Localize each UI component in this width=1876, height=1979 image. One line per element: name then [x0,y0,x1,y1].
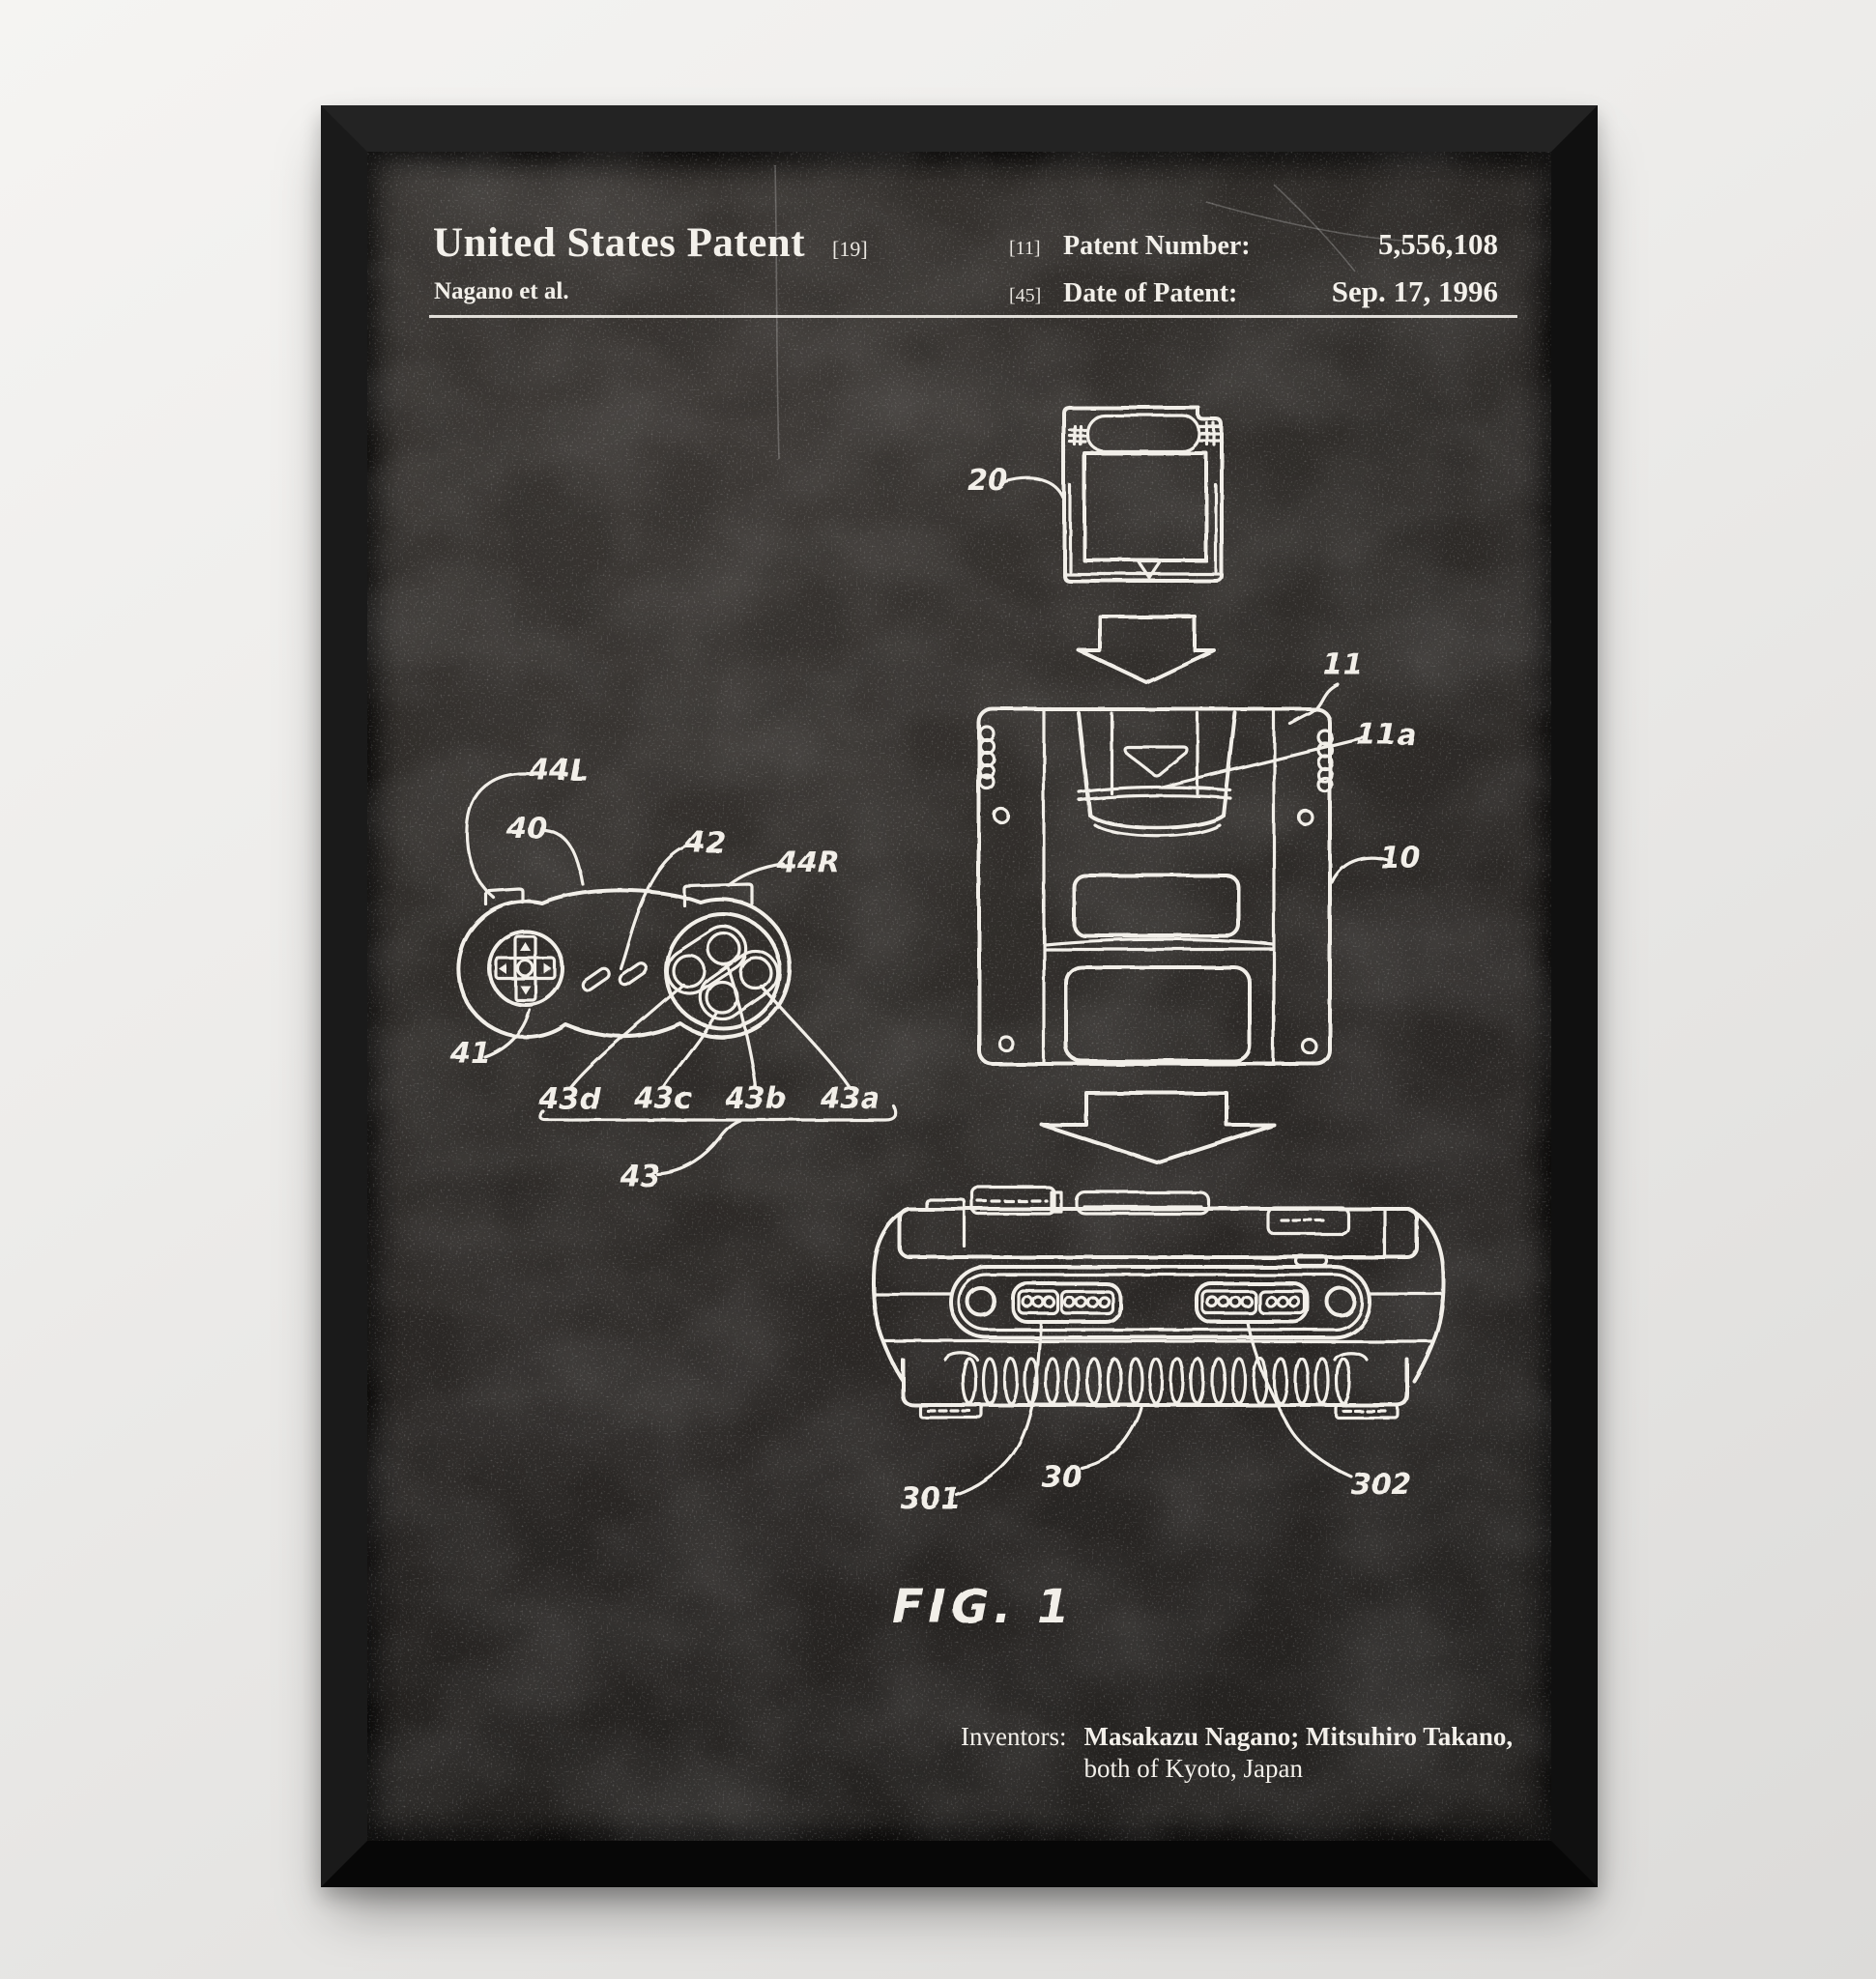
vent-slots [964,1359,1350,1403]
ref-label-port-left: 301 [901,1482,962,1516]
controller-drawing [458,884,850,1087]
down-arrow-2 [1042,1093,1274,1162]
kind-code: [19] [832,237,868,261]
picture-frame: United States Patent [19] Nagano et al. … [321,105,1598,1887]
leader-43 [657,1121,740,1174]
patent-date-value: Sep. 17, 1996 [1331,274,1498,308]
patent-number-code: [11] [1009,238,1041,259]
leader-41 [485,1010,530,1057]
spring-contacts [980,727,1332,791]
chalk-speckle-texture [367,152,1551,1841]
port-right-pins [1207,1297,1299,1306]
inventors-block: Inventors: Masakazu Nagano; Mitsuhiro Ta… [961,1721,1513,1786]
leader-302 [1248,1323,1351,1477]
inventors-names: Masakazu Nagano; Mitsuhiro Takano, both … [1083,1721,1513,1786]
ref-label-shoulder-left: 44L [529,754,589,788]
ref-label-console: 30 [1041,1460,1082,1494]
patent-date-code: [45] [1009,285,1042,306]
down-arrow-1 [1079,617,1214,682]
adapter-drawing [979,709,1332,1064]
header-divider [429,315,1517,318]
chalk-mottle-texture [367,152,1551,1841]
patent-date-row: [45] Date of Patent: Sep. 17, 1996 [1009,274,1498,309]
ref-label-shoulder-right: 44R [776,846,840,879]
patent-date-label: Date of Patent: [1063,278,1238,308]
ref-label-adapter-slot: 11a [1356,718,1416,752]
ref-label-buttons-group: 43 [619,1160,660,1193]
ref-label-button-a: 43a [820,1082,880,1116]
ref-label-button-c: 43c [633,1082,692,1116]
patent-number-label: Patent Number: [1063,231,1251,261]
leader-10 [1332,858,1388,882]
ref-label-cartridge: 20 [967,464,1008,498]
leader-44R [729,864,783,885]
leader-11a [1160,737,1365,788]
patent-title: United States Patent [433,220,806,266]
bibliographic-block: [11] Patent Number: 5,556,108 [45] Date … [1009,227,1498,322]
leader-40 [545,830,583,884]
leader-44L [467,774,534,898]
inventors-names-line: Masakazu Nagano; Mitsuhiro Takano, [1083,1722,1514,1751]
ref-label-button-d: 43d [537,1082,600,1116]
game-cartridge-drawing [1064,408,1222,581]
inventors-location-line: both of Kyoto, Japan [1083,1754,1303,1784]
ref-label-adapter: 11 [1323,648,1364,682]
patent-header: United States Patent [19] [433,219,868,267]
leader-301 [957,1323,1041,1495]
ref-label-select-start: 42 [684,826,726,860]
buttons-bracket [540,1106,895,1120]
ref-label-button-b: 43b [724,1082,786,1116]
patent-poster: United States Patent [19] Nagano et al. … [367,152,1551,1841]
leader-20 [1005,478,1063,498]
console-drawing [873,1188,1443,1418]
assignee-name: Nagano et al. [434,278,569,304]
leader-42 [621,846,691,968]
ref-label-port-right: 302 [1351,1468,1412,1502]
patent-number-row: [11] Patent Number: 5,556,108 [1009,227,1498,262]
patent-number-value: 5,556,108 [1378,227,1498,261]
leader-11 [1290,684,1338,724]
inventors-label: Inventors: [961,1722,1067,1751]
leader-30 [1082,1408,1141,1468]
figure-1-drawing: 20 [367,152,1551,1841]
ref-label-controller-body: 40 [505,812,547,846]
ref-label-dpad: 41 [449,1037,491,1071]
ref-label-adapter-body: 10 [1380,842,1421,875]
figure-caption: FIG. 1 [892,1580,1074,1634]
port-left-pins [1023,1297,1109,1306]
